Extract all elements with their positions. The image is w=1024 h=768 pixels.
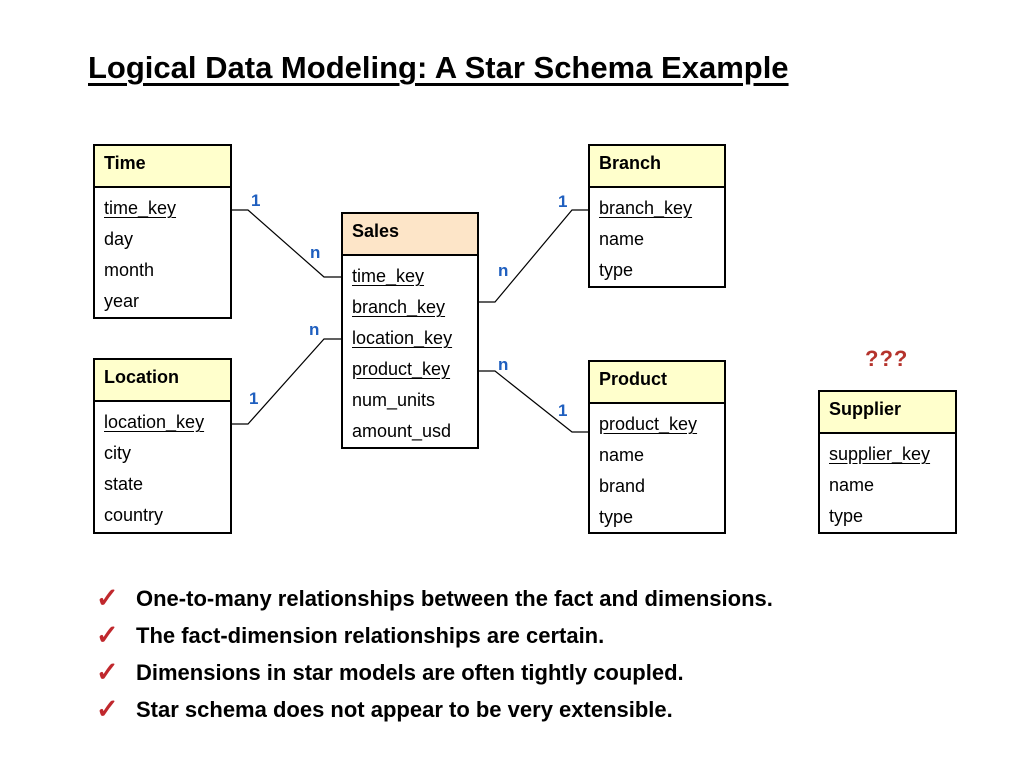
- bullet-list: ✓ One-to-many relationships between the …: [96, 580, 773, 728]
- field-time-key: time_key: [104, 198, 177, 218]
- check-icon: ✓: [96, 583, 119, 613]
- field-location-key: location_key: [104, 412, 205, 432]
- field-year: year: [104, 291, 140, 311]
- field-country: country: [104, 505, 164, 525]
- field-product-key: product_key: [599, 414, 698, 434]
- field-supplier-name: name: [829, 475, 875, 495]
- field-month: month: [104, 260, 155, 280]
- field-brand: brand: [599, 476, 646, 496]
- entity-sales: Sales time_key branch_key location_key p…: [341, 212, 479, 449]
- bullet-item: ✓ Dimensions in star models are often ti…: [96, 654, 773, 691]
- cardinality-location-one: 1: [249, 389, 259, 408]
- check-icon: ✓: [96, 694, 119, 724]
- entity-time: Time time_key day month year: [93, 144, 232, 319]
- field-city: city: [104, 443, 131, 463]
- cardinality-time-one: 1: [251, 191, 261, 210]
- bullet-item: ✓ One-to-many relationships between the …: [96, 580, 773, 617]
- entity-supplier-header: Supplier: [820, 392, 955, 434]
- field-product-name: name: [599, 445, 645, 465]
- entity-branch-header: Branch: [590, 146, 724, 188]
- cardinality-branch-many: n: [498, 261, 509, 280]
- connector-sales-product: [479, 370, 590, 433]
- connector-time-sales: [232, 209, 342, 278]
- cardinality-product-one: 1: [558, 401, 568, 420]
- bullet-text: One-to-many relationships between the fa…: [136, 585, 773, 611]
- bullet-text: Dimensions in star models are often tigh…: [136, 659, 684, 685]
- field-day: day: [104, 229, 134, 249]
- cardinality-product-many: n: [498, 355, 509, 374]
- check-icon: ✓: [96, 620, 119, 650]
- field-supplier-key: supplier_key: [829, 444, 931, 464]
- page-title: Logical Data Modeling: A Star Schema Exa…: [88, 50, 789, 85]
- entity-supplier: Supplier supplier_key name type: [818, 390, 957, 534]
- check-icon: ✓: [96, 657, 119, 687]
- bullet-text: The fact-dimension relationships are cer…: [136, 622, 605, 648]
- cardinality-location-many: n: [309, 320, 320, 339]
- connector-location-sales: [232, 338, 342, 425]
- field-sales-time-key: time_key: [352, 266, 425, 286]
- field-branch-name: name: [599, 229, 645, 249]
- field-supplier-type: type: [829, 506, 864, 526]
- field-product-type: type: [599, 507, 634, 527]
- entity-product-header: Product: [590, 362, 724, 404]
- entity-product: Product product_key name brand type: [588, 360, 726, 534]
- field-state: state: [104, 474, 144, 494]
- field-num-units: num_units: [352, 390, 436, 410]
- field-sales-location-key: location_key: [352, 328, 453, 348]
- entity-branch: Branch branch_key name type: [588, 144, 726, 288]
- question-marks: ???: [865, 346, 909, 371]
- bullet-text: Star schema does not appear to be very e…: [136, 696, 673, 722]
- entity-sales-header: Sales: [343, 214, 477, 256]
- cardinality-branch-one: 1: [558, 192, 568, 211]
- entity-location: Location location_key city state country: [93, 358, 232, 534]
- field-branch-key: branch_key: [599, 198, 693, 218]
- field-amount-usd: amount_usd: [352, 421, 452, 441]
- entity-location-header: Location: [95, 360, 230, 402]
- cardinality-time-many: n: [310, 243, 321, 262]
- field-sales-branch-key: branch_key: [352, 297, 446, 317]
- bullet-item: ✓ Star schema does not appear to be very…: [96, 691, 773, 728]
- connector-sales-branch: [479, 209, 590, 303]
- field-branch-type: type: [599, 260, 634, 280]
- bullet-item: ✓ The fact-dimension relationships are c…: [96, 617, 773, 654]
- entity-time-header: Time: [95, 146, 230, 188]
- field-sales-product-key: product_key: [352, 359, 451, 379]
